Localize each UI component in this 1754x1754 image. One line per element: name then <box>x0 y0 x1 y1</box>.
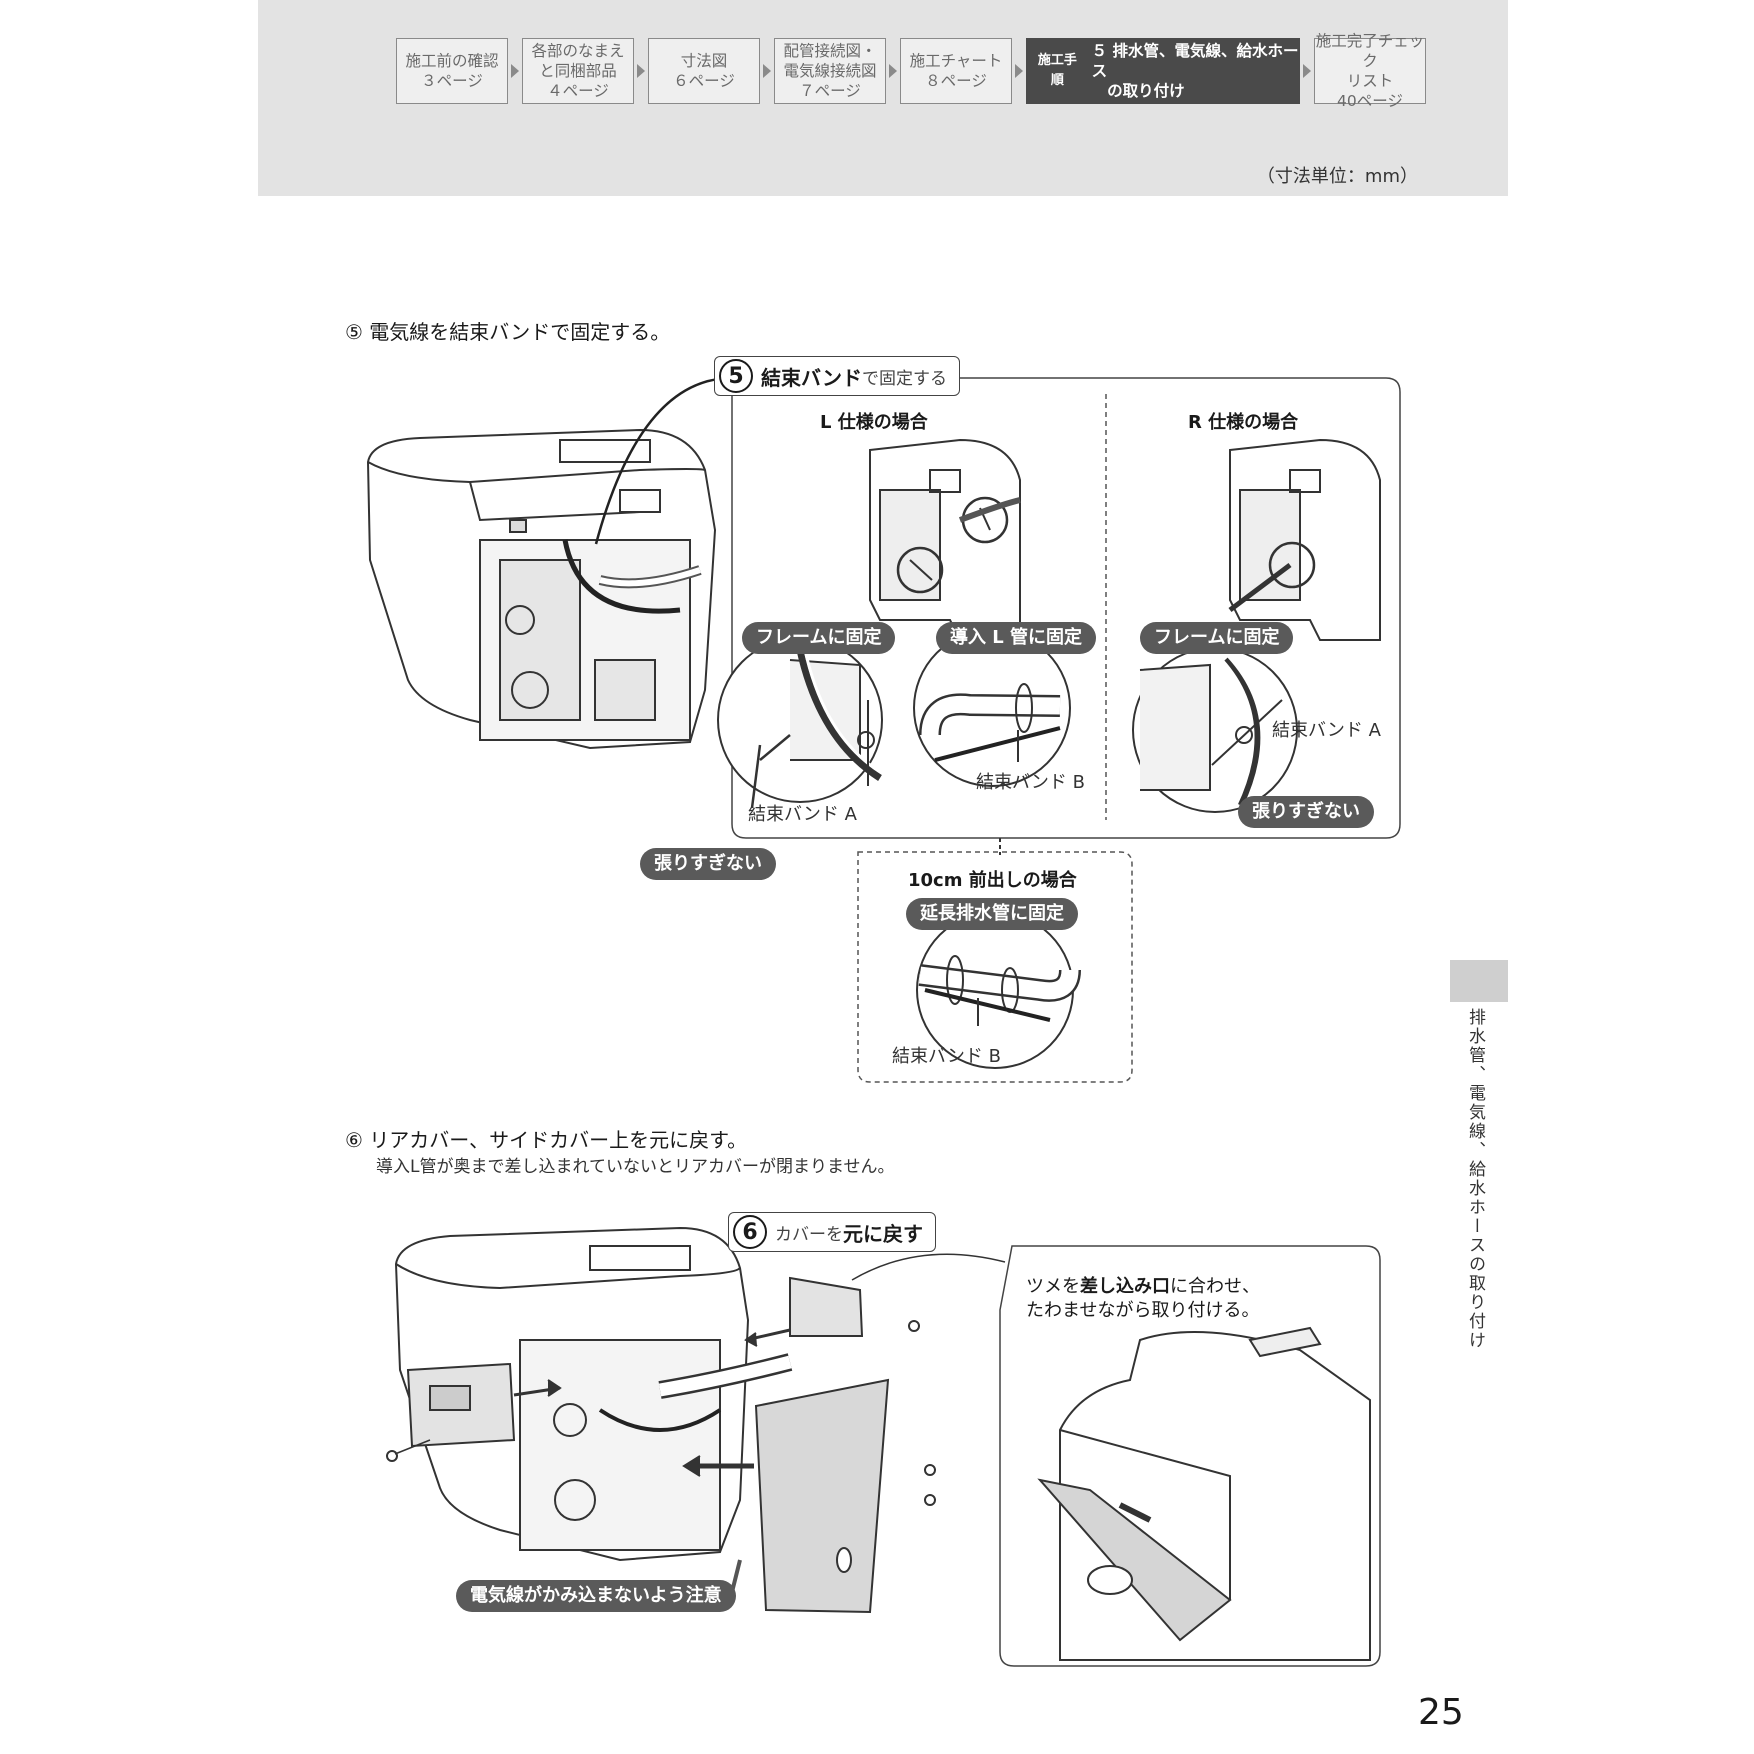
upper-side-cover-part <box>744 1276 920 1347</box>
wire-caution-callout: 電気線がかみ込まないよう注意 <box>456 1580 736 1612</box>
flow-step-2[interactable]: 各部のなまえ と同梱部品 ４ページ <box>522 38 634 104</box>
step6-badge-normal: カバーを <box>775 1224 843 1245</box>
toilet-illustration-step5 <box>366 376 731 750</box>
step5-badge-normal: で固定する <box>862 368 947 389</box>
step6-number: 6 <box>733 1215 767 1249</box>
insertion-slot-text: 差し込み口 <box>1080 1276 1170 1297</box>
page-number: 25 <box>1418 1692 1464 1733</box>
flow-step-3[interactable]: 寸法図 ６ページ <box>648 38 760 104</box>
flow-step-current[interactable]: 施工手順 ５ 排水管、電気線、給水ホース の取り付け <box>1026 38 1300 104</box>
flow-step-4[interactable]: 配管接続図・ 電気線接続図 ７ページ <box>774 38 886 104</box>
flow-arrow-icon <box>886 64 900 78</box>
extension-pipe-callout: 延長排水管に固定 <box>906 898 1078 930</box>
l-spec-title: L 仕様の場合 <box>820 412 928 433</box>
r-frame-callout: フレームに固定 <box>1140 622 1294 654</box>
l-frame-zoom <box>717 637 886 809</box>
step6-heading: ⑥ リアカバー、サイドカバー上を元に戻す。 <box>345 1128 748 1152</box>
flow-arrow-icon <box>1012 64 1026 78</box>
current-step-label: ５ 排水管、電気線、給水ホース の取り付け <box>1091 42 1299 100</box>
section-side-tab <box>1450 960 1508 1002</box>
flow-arrow-icon <box>634 64 648 78</box>
process-flow: 施工前の確認 ３ページ 各部のなまえ と同梱部品 ４ページ 寸法図 ６ページ 配… <box>396 32 1426 110</box>
step5-heading: ⑤ 電気線を結束バンドで固定する。 <box>345 320 671 344</box>
flow-arrow-icon <box>1300 64 1314 78</box>
r-band-a-label: 結束バンド A <box>1272 720 1381 741</box>
claw-note-text: ツメを <box>1026 1276 1080 1297</box>
l-band-a-label: 結束バンド A <box>748 804 857 825</box>
claw-note-line2: たわませながら取り付ける。 <box>1026 1300 1260 1321</box>
header-band: 施工前の確認 ３ページ 各部のなまえ と同梱部品 ４ページ 寸法図 ６ページ 配… <box>258 0 1508 196</box>
step6-badge-bold: 元に戻す <box>843 1221 923 1246</box>
l-pipe-callout: 導入 L 管に固定 <box>936 622 1097 654</box>
claw-note-text-end: に合わせ、 <box>1170 1276 1260 1297</box>
claw-detail-drawing <box>1037 1326 1371 1661</box>
l-spec-machine-drawing <box>869 438 1021 641</box>
current-step-tag: 施工手順 <box>1037 53 1077 88</box>
forward-title: 10cm 前出しの場合 <box>908 870 1077 891</box>
flow-step-1[interactable]: 施工前の確認 ３ページ <box>396 38 508 104</box>
l-pipe-zoom <box>913 629 1071 855</box>
r-frame-zoom <box>1132 647 1298 816</box>
step6-sub-note: 導入L管が奥まで差し込まれていないとリアカバーが閉まりません。 <box>376 1157 895 1177</box>
unit-note: （寸法単位：mm） <box>1256 166 1418 187</box>
section-side-label: 排水管、電気線、給水ホースの取り付け <box>1465 1008 1485 1350</box>
r-not-too-tight-callout: 張りすぎない <box>1238 796 1374 828</box>
flow-step-5[interactable]: 施工チャート ８ページ <box>900 38 1012 104</box>
toilet-illustration-step6 <box>394 1226 793 1562</box>
flow-arrow-icon <box>760 64 774 78</box>
l-frame-callout: フレームに固定 <box>742 622 896 654</box>
rear-cover-part <box>682 1378 936 1614</box>
l-not-too-tight-callout: 張りすぎない <box>640 848 776 880</box>
claw-note-line1: ツメを差し込み口に合わせ、 <box>1026 1272 1260 1298</box>
side-cover-part <box>386 1362 562 1462</box>
forward-pipe-zoom <box>916 911 1081 1069</box>
forward-band-b-label: 結束バンド B <box>892 1046 1001 1067</box>
step5-badge: 5 結束バンド で固定する <box>714 356 960 396</box>
step5-number: 5 <box>719 359 753 393</box>
step5-badge-bold: 結束バンド <box>761 365 862 390</box>
flow-arrow-icon <box>508 64 522 78</box>
l-band-b-label: 結束バンド B <box>976 772 1085 793</box>
r-spec-title: R 仕様の場合 <box>1188 412 1299 433</box>
step6-badge: 6 カバーを 元に戻す <box>728 1212 936 1252</box>
r-spec-machine-drawing <box>1228 438 1381 641</box>
